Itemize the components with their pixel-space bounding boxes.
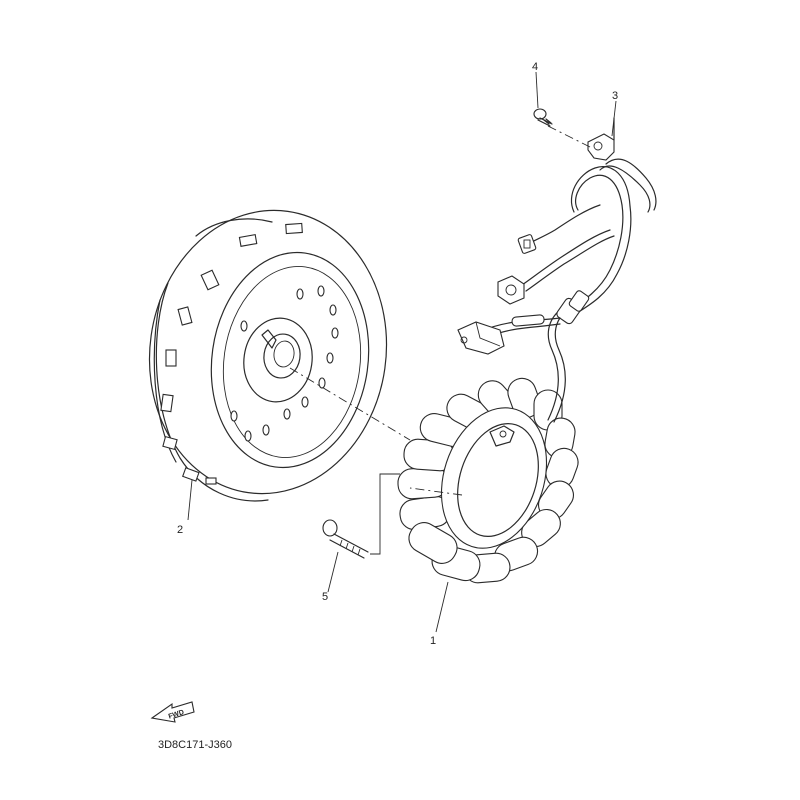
callout-1: 1 bbox=[430, 635, 436, 647]
callout-4: 4 bbox=[532, 61, 538, 73]
flywheel-rotor bbox=[148, 209, 388, 502]
wire-bracket bbox=[587, 117, 615, 161]
callout-5: 5 bbox=[322, 591, 328, 603]
stator-coil bbox=[397, 377, 579, 584]
fwd-label: FWD bbox=[168, 709, 185, 721]
stator-poles bbox=[397, 377, 579, 584]
callout-2: 2 bbox=[177, 524, 183, 536]
center-lines bbox=[289, 125, 593, 555]
leader-lines bbox=[187, 71, 617, 633]
wire-harness bbox=[457, 158, 657, 423]
callout-3: 3 bbox=[612, 90, 618, 102]
forward-arrow-icon: FWD bbox=[150, 701, 195, 723]
rotor-tabs bbox=[160, 222, 303, 485]
bolt-5 bbox=[322, 519, 369, 559]
diagram-code: 3D8C171-J360 bbox=[158, 739, 232, 751]
screw-4 bbox=[533, 108, 553, 127]
rotor-holes bbox=[230, 285, 339, 442]
